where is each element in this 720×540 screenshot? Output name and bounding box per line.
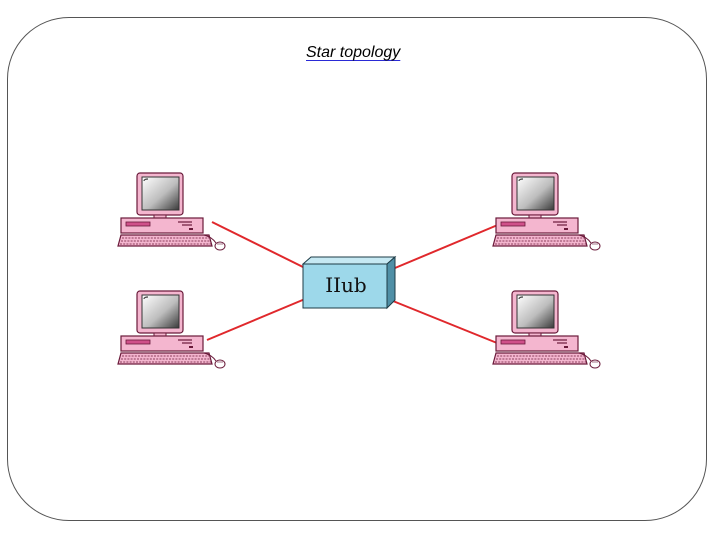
diagram-title-text: Star topology xyxy=(306,44,401,61)
computer-top-left-icon xyxy=(117,172,226,251)
slide-frame xyxy=(7,17,707,521)
link-bottom-right xyxy=(387,298,503,346)
computer-bottom-right-icon xyxy=(492,290,601,369)
hub-label: IIub xyxy=(325,273,366,297)
computer-bottom-left-icon xyxy=(117,290,226,369)
link-bottom-left xyxy=(206,298,306,341)
diagram-title: Star topology xyxy=(290,44,400,62)
link-top-right xyxy=(394,223,501,269)
hub-box: IIub xyxy=(301,255,397,310)
computer-top-right-icon xyxy=(492,172,601,251)
link-top-left xyxy=(211,221,306,269)
